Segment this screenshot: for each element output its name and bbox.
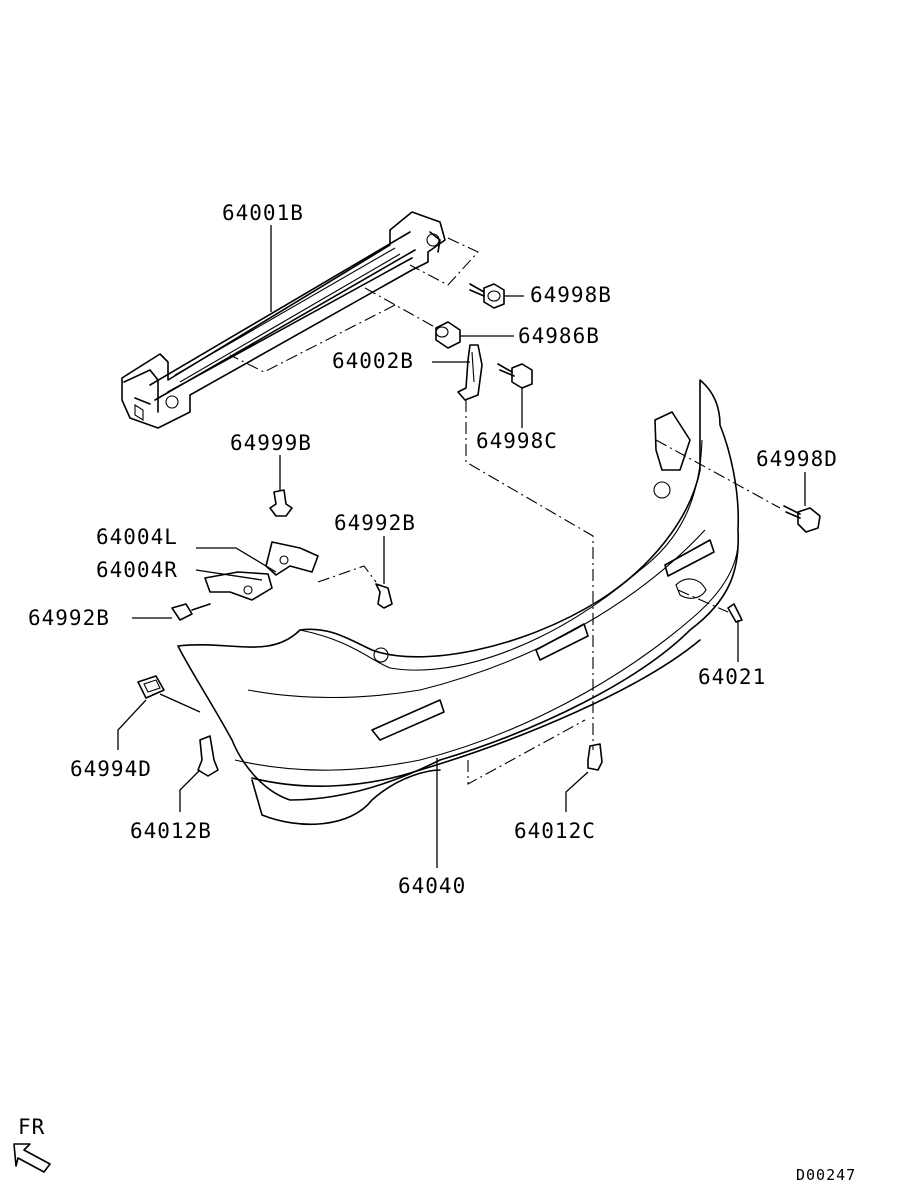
bolt-center [497, 363, 533, 389]
label-64986B: 64986B [518, 324, 600, 348]
screw-mid [375, 583, 393, 609]
front-arrow-icon [13, 1143, 51, 1173]
reflector-cover [727, 603, 743, 623]
label-64040: 64040 [398, 874, 466, 898]
drawing-id: D00247 [796, 1166, 856, 1184]
label-64992B-mid: 64992B [334, 511, 416, 535]
leader-lines [117, 225, 806, 868]
pad-part [137, 675, 165, 699]
bolt-upper [469, 283, 505, 309]
spacer-part [435, 321, 461, 349]
front-label: FR [18, 1115, 45, 1139]
label-64012B: 64012B [130, 819, 212, 843]
bumper-reinforcement [121, 211, 446, 429]
side-retainer [204, 541, 319, 601]
assembly-lines [229, 237, 781, 785]
front-direction-indicator: FR [13, 1115, 51, 1173]
label-64021: 64021 [698, 665, 766, 689]
label-64998B: 64998B [530, 283, 612, 307]
label-64002B: 64002B [332, 349, 414, 373]
label-64998D: 64998D [756, 447, 838, 471]
label-64012C: 64012C [514, 819, 596, 843]
bracket-part [457, 344, 483, 401]
label-64994D: 64994D [70, 757, 152, 781]
bolt-side [783, 505, 821, 533]
label-64998C: 64998C [476, 429, 558, 453]
clip-top [269, 489, 293, 517]
label-64999B: 64999B [230, 431, 312, 455]
part-labels: 64001B 64998B 64986B 64002B 64998C 64999… [28, 201, 838, 898]
label-64992B-left: 64992B [28, 606, 110, 630]
label-64004R: 64004R [96, 558, 178, 582]
clip-right-part [587, 743, 603, 771]
bumper-face [177, 379, 740, 826]
label-64004L: 64004L [96, 525, 178, 549]
screw-left [171, 603, 211, 621]
label-64001B: 64001B [222, 201, 304, 225]
clip-left-part [197, 735, 219, 777]
